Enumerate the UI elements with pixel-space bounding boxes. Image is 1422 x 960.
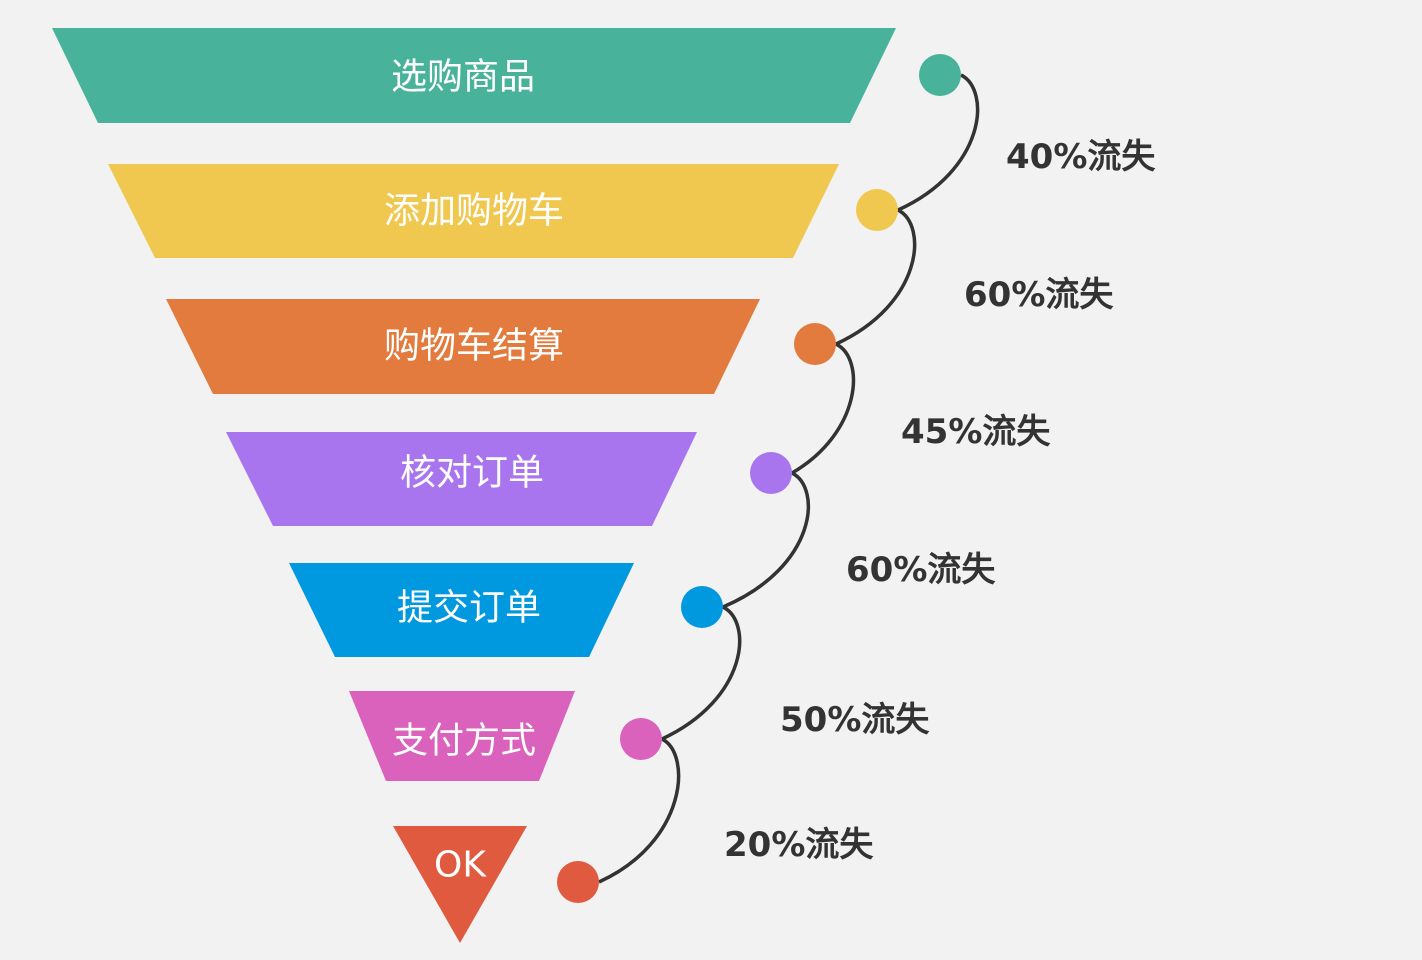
- stage-dot: [794, 323, 836, 365]
- funnel-stage-5: [289, 563, 634, 657]
- stage-label: 核对订单: [400, 453, 544, 494]
- loss-label: 60%流失: [964, 275, 1114, 315]
- stage-label: OK: [434, 845, 487, 886]
- funnel-stage-4: [226, 432, 697, 526]
- loss-label: 20%流失: [724, 825, 874, 865]
- loss-label: 60%流失: [846, 550, 996, 590]
- funnel-stage-1: [52, 28, 896, 123]
- stage-label: 选购商品: [391, 57, 535, 98]
- connector-curve: [722, 471, 811, 609]
- loss-label: 45%流失: [901, 412, 1051, 452]
- connector-curve: [598, 737, 681, 884]
- funnel-stage-3: [166, 299, 760, 394]
- funnel-stage-6: [349, 691, 575, 781]
- stage-dot: [750, 452, 792, 494]
- funnel-stage-2: [108, 164, 839, 258]
- stage-dot: [681, 586, 723, 628]
- loss-label: 40%流失: [1006, 137, 1156, 177]
- stage-dot: [620, 718, 662, 760]
- stage-dot: [856, 189, 898, 231]
- stage-dot: [919, 54, 961, 96]
- funnel-stage-7: [393, 826, 527, 943]
- stage-label: 购物车结算: [384, 326, 564, 367]
- stage-label: 添加购物车: [384, 191, 564, 232]
- connector-curve: [661, 605, 742, 741]
- stage-label: 提交订单: [397, 588, 541, 629]
- connector-curve: [897, 73, 980, 212]
- stage-label: 支付方式: [392, 721, 536, 762]
- connector-curve: [835, 208, 917, 346]
- connector-curve: [791, 342, 856, 475]
- stage-dot: [557, 861, 599, 903]
- loss-label: 50%流失: [780, 700, 930, 740]
